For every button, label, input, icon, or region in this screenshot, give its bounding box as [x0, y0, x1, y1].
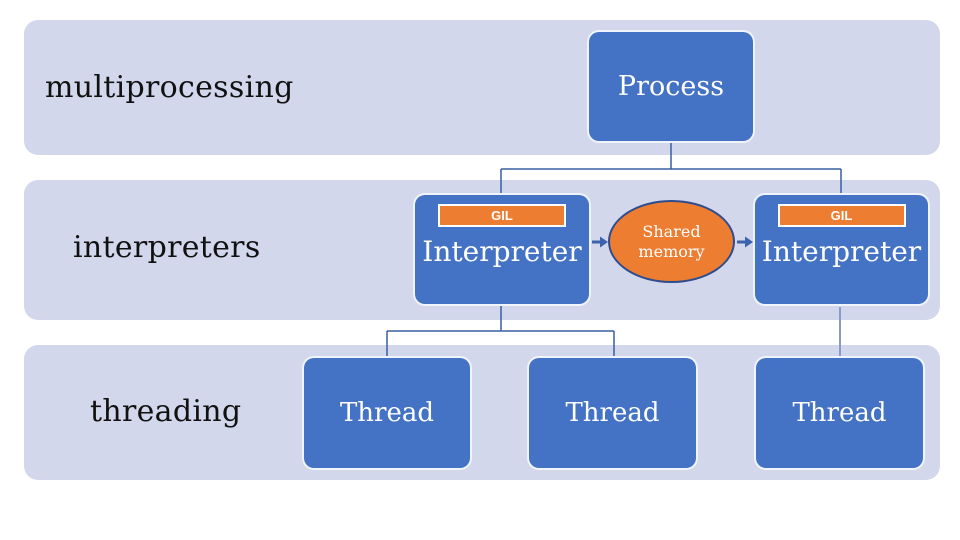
thread-node-3: Thread: [754, 356, 925, 470]
band-label-multiprocessing: multiprocessing: [45, 70, 294, 105]
thread-node-1: Thread: [302, 356, 472, 470]
gil-badge-left: GIL: [438, 204, 566, 227]
band-label-interpreters: interpreters: [73, 230, 261, 265]
shared-memory-node: Shared memory: [608, 200, 735, 283]
thread-1-label: Thread: [339, 398, 435, 428]
shared-memory-label: Shared memory: [638, 221, 705, 261]
interpreter-left-node: GIL Interpreter: [413, 193, 591, 306]
process-node: Process: [587, 30, 755, 143]
thread-2-label: Thread: [565, 398, 660, 428]
process-label: Process: [617, 71, 725, 102]
interpreter-left-label: Interpreter: [422, 235, 582, 268]
band-label-threading: threading: [90, 394, 242, 429]
band-multiprocessing: [24, 20, 940, 155]
interpreter-right-node: GIL Interpreter: [753, 193, 930, 306]
thread-3-label: Thread: [792, 398, 887, 428]
gil-badge-right: GIL: [777, 204, 906, 227]
interpreter-right-label: Interpreter: [761, 235, 922, 268]
thread-node-2: Thread: [527, 356, 698, 470]
